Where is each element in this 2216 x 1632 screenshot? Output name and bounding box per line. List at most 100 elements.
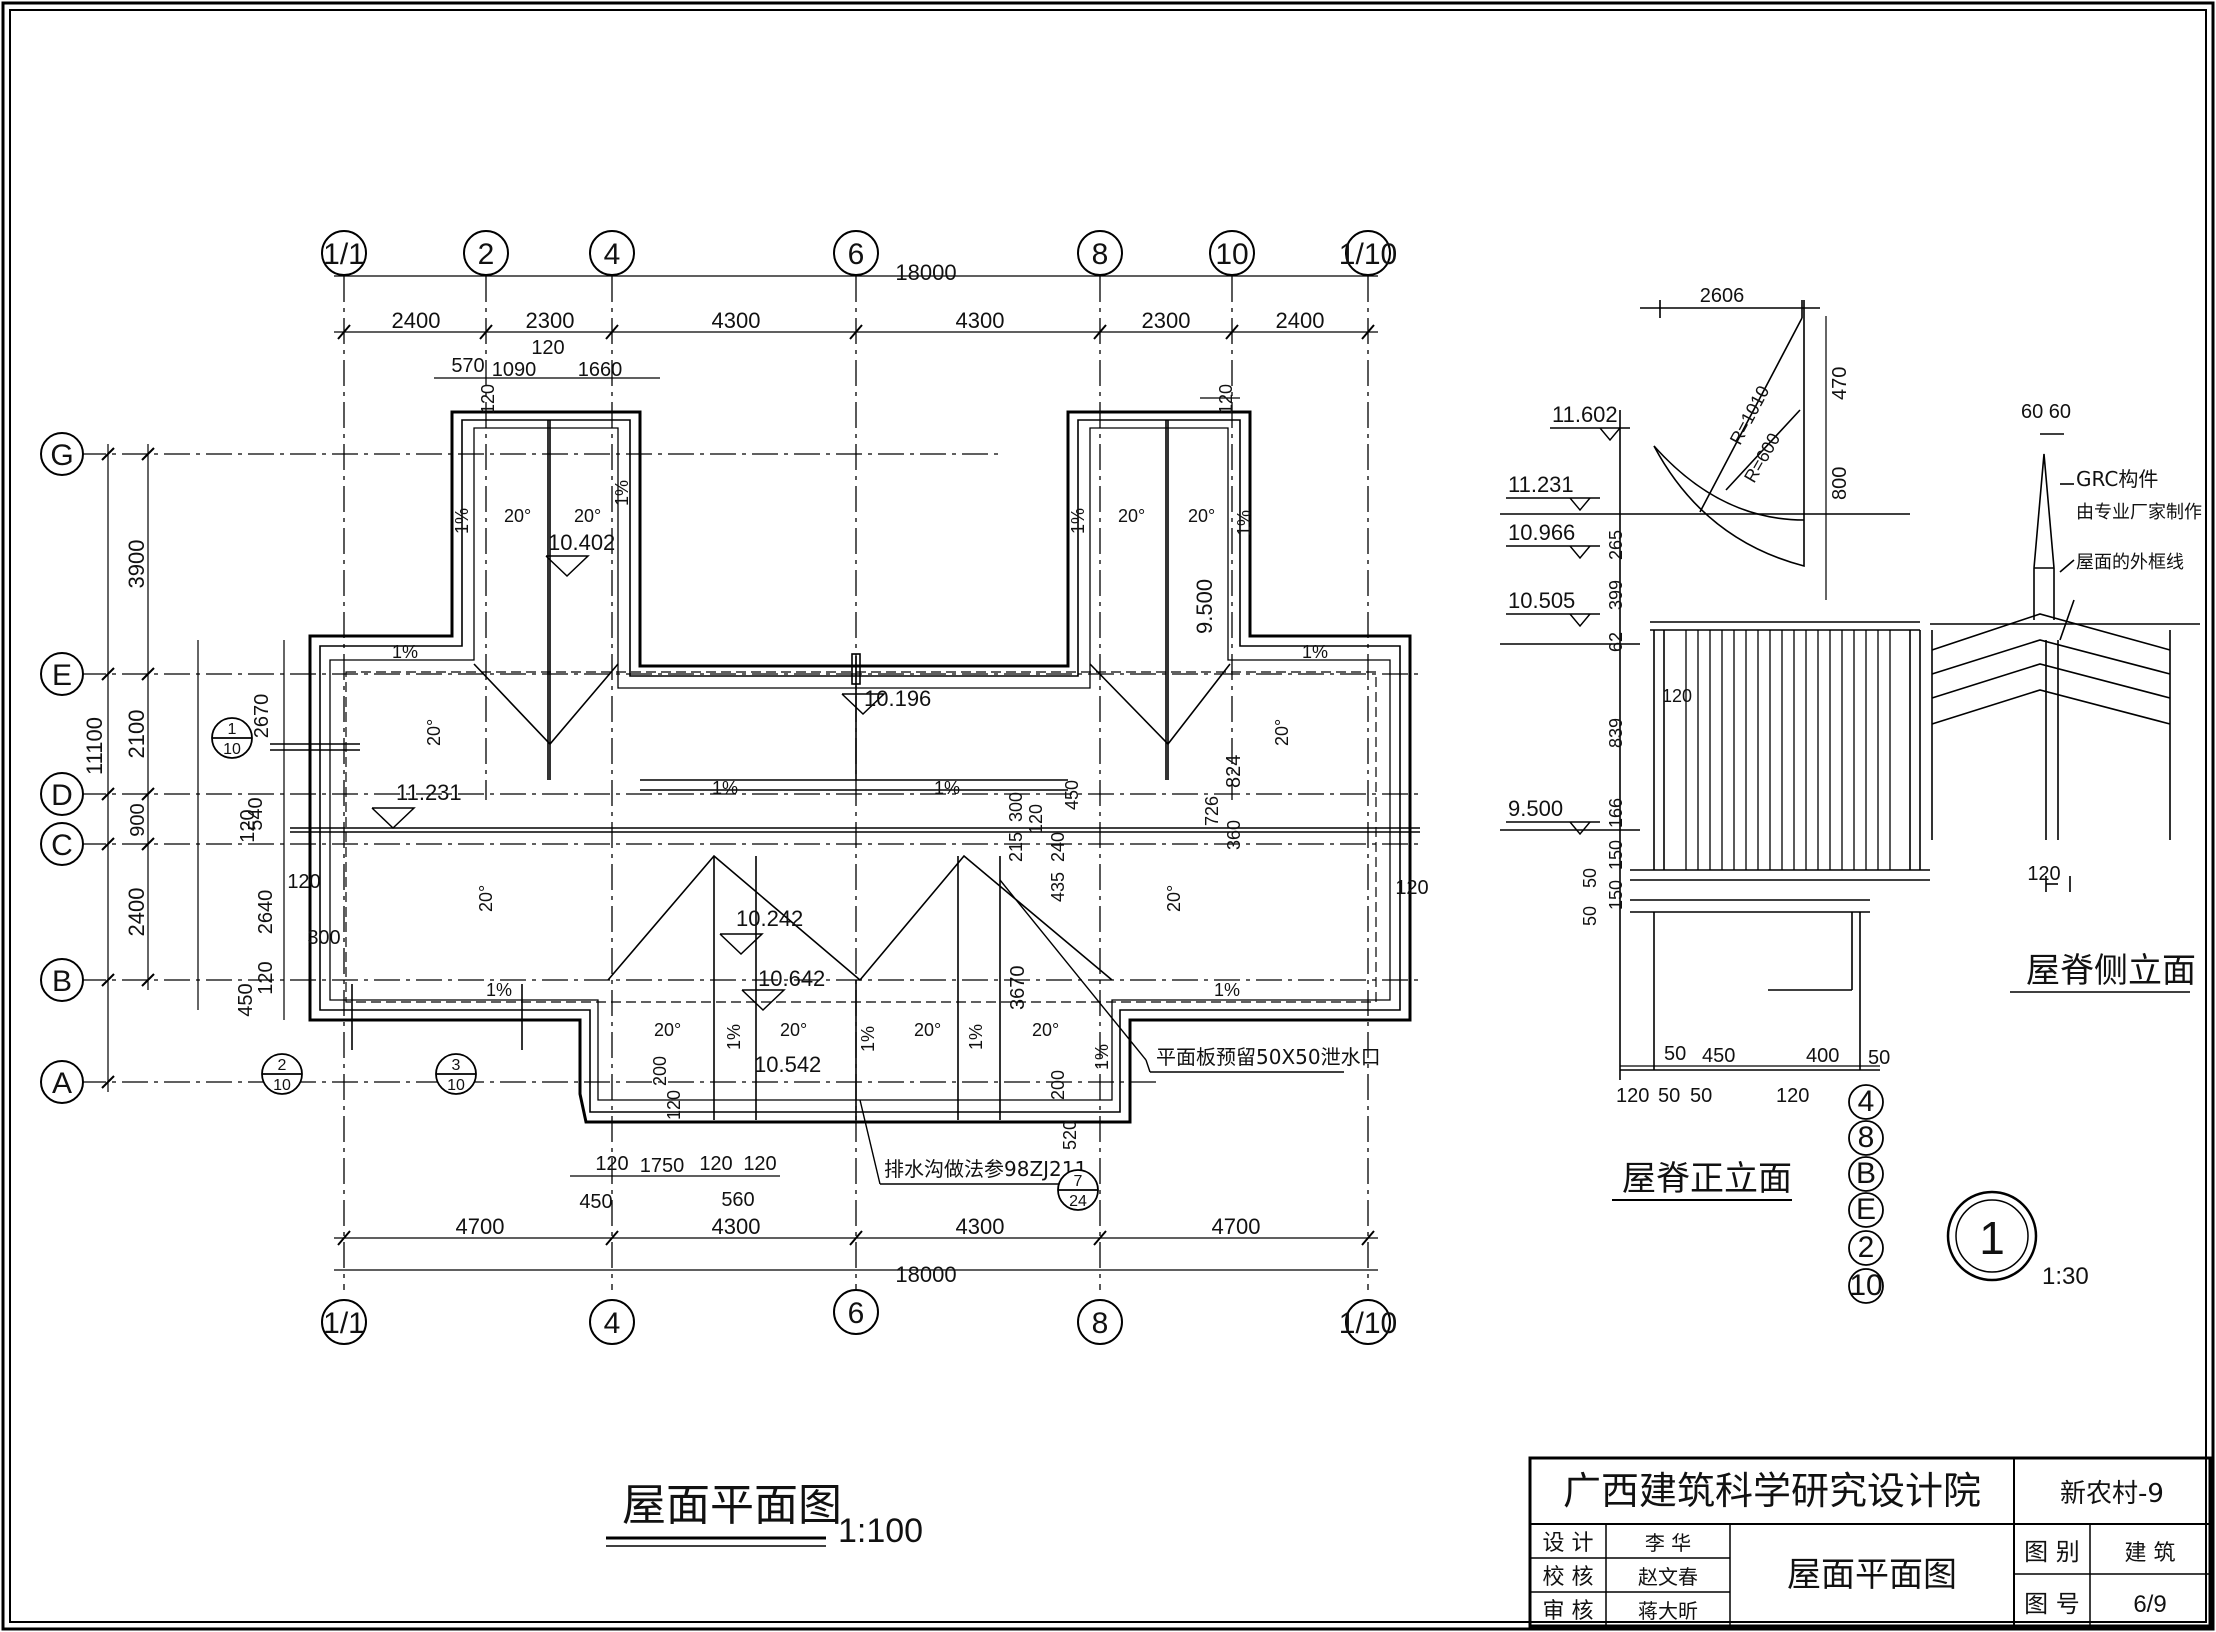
- slope-pct: 1%: [934, 778, 960, 798]
- plan-dim-200a: 200: [650, 1056, 670, 1086]
- elev-10196: 10.196: [864, 686, 931, 711]
- plan-dim-left-900: 900: [127, 803, 149, 836]
- ridge-stack-839: 839: [1606, 718, 1626, 748]
- plan-dim-450-bottom: 450: [579, 1191, 612, 1213]
- plan-scale: 1:100: [838, 1512, 923, 1550]
- axis-top-6: 10: [1215, 238, 1248, 271]
- institute-name: 广西建筑科学研究设计院: [1563, 1469, 1981, 1513]
- plan-dim-bottom-4: 4700: [1212, 1214, 1261, 1239]
- plan-dim-ldetail-120b: 120: [255, 961, 277, 994]
- axis-row-A: A: [52, 1067, 72, 1100]
- elev-10242: 10.242: [736, 906, 803, 931]
- ridge-axis-B: B: [1856, 1157, 1876, 1190]
- plan-dim-detail-1090: 1090: [492, 359, 537, 381]
- ridge-left-stack-dims: 265 399 62 839 166 150 150 50 50: [1580, 530, 1626, 926]
- detail-ref-1-num: 1: [228, 721, 237, 738]
- axis-row-B: B: [52, 965, 72, 998]
- slope-pct: 1%: [1302, 642, 1328, 662]
- slope-pct: 1%: [1068, 508, 1088, 534]
- role-review: 审 核: [1543, 1599, 1594, 1624]
- slope-angle: 20°: [574, 506, 601, 526]
- axis-bottom-3: 6: [848, 1297, 865, 1330]
- dimension-lines: [107, 275, 1378, 1271]
- ridge-level-11602: 11.602: [1552, 402, 1618, 427]
- ridge-stack-50b: 50: [1580, 868, 1600, 888]
- ridge-side-dim-120: 120: [2027, 863, 2060, 885]
- slope-angle: 20°: [476, 885, 496, 912]
- detail-ref-3-num: 3: [452, 1057, 461, 1074]
- axis-top-1: 1/1: [323, 238, 365, 271]
- plan-dim-total-top: 18000: [895, 260, 956, 285]
- slope-pct: 1%: [966, 1024, 986, 1050]
- plan-dim-120-top-right: 120: [1216, 384, 1236, 414]
- slope-angle: 20°: [1188, 506, 1215, 526]
- slope-labels: 20° 20° 20° 20° 20° 20° 20° 20° 20° 20° …: [392, 480, 1328, 1070]
- role-check: 校 核: [1543, 1565, 1594, 1590]
- plan-dim-left-3900: 3900: [124, 540, 149, 589]
- detail-ref-7-sheet: 24: [1069, 1193, 1087, 1210]
- axis-top-5: 8: [1092, 238, 1109, 271]
- axis-row-D: D: [51, 779, 73, 812]
- axis-row-G: G: [50, 439, 73, 472]
- plan-dim-center-215: 215: [1006, 832, 1026, 862]
- ridge-side-title: 屋脊侧立面: [2026, 951, 2196, 991]
- plan-dim-360: 360: [1224, 820, 1244, 850]
- axis-top-7: 1/10: [1339, 238, 1397, 271]
- ridge-axis-2: 2: [1858, 1231, 1875, 1264]
- plan-dim-ldetail-450: 450: [235, 983, 257, 1016]
- ridge-stack-399: 399: [1606, 580, 1626, 610]
- ridge-stack-265: 265: [1606, 530, 1626, 560]
- ridge-axis-E: E: [1856, 1193, 1876, 1226]
- ridge-stack-166: 166: [1606, 798, 1626, 828]
- ridge-bdim-450: 450: [1702, 1045, 1735, 1067]
- note-drain-hole: 平面板预留50X50泄水口: [1156, 1045, 1381, 1069]
- top-axis-bubbles: [321, 230, 1391, 276]
- roof-outline: [308, 410, 1412, 1124]
- detail-bubble-outer: [1946, 1190, 2038, 1282]
- ridge-axis-list-bubbles: [1848, 1084, 1884, 1304]
- slope-pct: 1%: [452, 508, 472, 534]
- ridge-stack-62: 62: [1606, 632, 1626, 652]
- ridge-level-markers: [1506, 427, 1630, 836]
- plan-dim-bottom-1: 4700: [456, 1214, 505, 1239]
- ridge-axis-10: 10: [1849, 1269, 1882, 1302]
- ridge-side-elevation: [1930, 433, 2200, 993]
- ridge-level-11231: 11.231: [1508, 472, 1574, 497]
- axis-bottom-2: 4: [604, 1307, 621, 1340]
- slope-angle: 20°: [504, 506, 531, 526]
- plan-dim-ldetail-540: 540: [245, 797, 267, 830]
- bottom-axis-bubbles: [321, 1289, 1391, 1345]
- ridge-stack-50a: 50: [1580, 906, 1600, 926]
- detail-ref-bubbles: [211, 717, 1099, 1211]
- plan-dim-center-120: 120: [1026, 804, 1046, 834]
- slope-pct: 1%: [1214, 980, 1240, 1000]
- plan-dim-120-left: 120: [287, 871, 320, 893]
- elevation-markers: [371, 555, 886, 1012]
- axis-bottom-1: 1/1: [323, 1307, 365, 1340]
- slope-pct: 1%: [724, 1024, 744, 1050]
- category-label: 图 别: [2024, 1538, 2080, 1566]
- plan-dim-center-240: 240: [1048, 832, 1068, 862]
- slope-pct: 1%: [1234, 510, 1254, 536]
- plan-dim-bottom-2: 4300: [712, 1214, 761, 1239]
- grc-label-3: 屋面的外框线: [2076, 552, 2184, 573]
- dimension-ticks: [101, 324, 1375, 1246]
- project-name: 新农村-9: [2060, 1479, 2164, 1509]
- grc-label-2: 由专业厂家制作: [2076, 502, 2202, 523]
- plan-dim-3670: 3670: [1007, 966, 1029, 1011]
- ridge-dim-2606: 2606: [1700, 285, 1745, 307]
- plan-dim-824: 824: [1223, 755, 1245, 788]
- name-designer: 李 华: [1645, 1531, 1691, 1555]
- ridge-bdim2-120b: 120: [1776, 1085, 1809, 1107]
- plan-dim-bdetail-120c: 120: [743, 1153, 776, 1175]
- slope-pct: 1%: [1092, 1044, 1112, 1070]
- plan-dim-center-450: 450: [1062, 780, 1082, 810]
- plan-dim-top-2: 2300: [526, 308, 575, 333]
- axis-bottom-5: 1/10: [1339, 1307, 1397, 1340]
- plan-dim-bdetail-1750: 1750: [640, 1155, 685, 1177]
- plan-dim-center-300: 300: [1006, 792, 1026, 822]
- ridge-bdim2-50b: 50: [1690, 1085, 1712, 1107]
- ridge-stack-150b: 150: [1606, 880, 1626, 910]
- ridge-bdim2-120a: 120: [1616, 1085, 1649, 1107]
